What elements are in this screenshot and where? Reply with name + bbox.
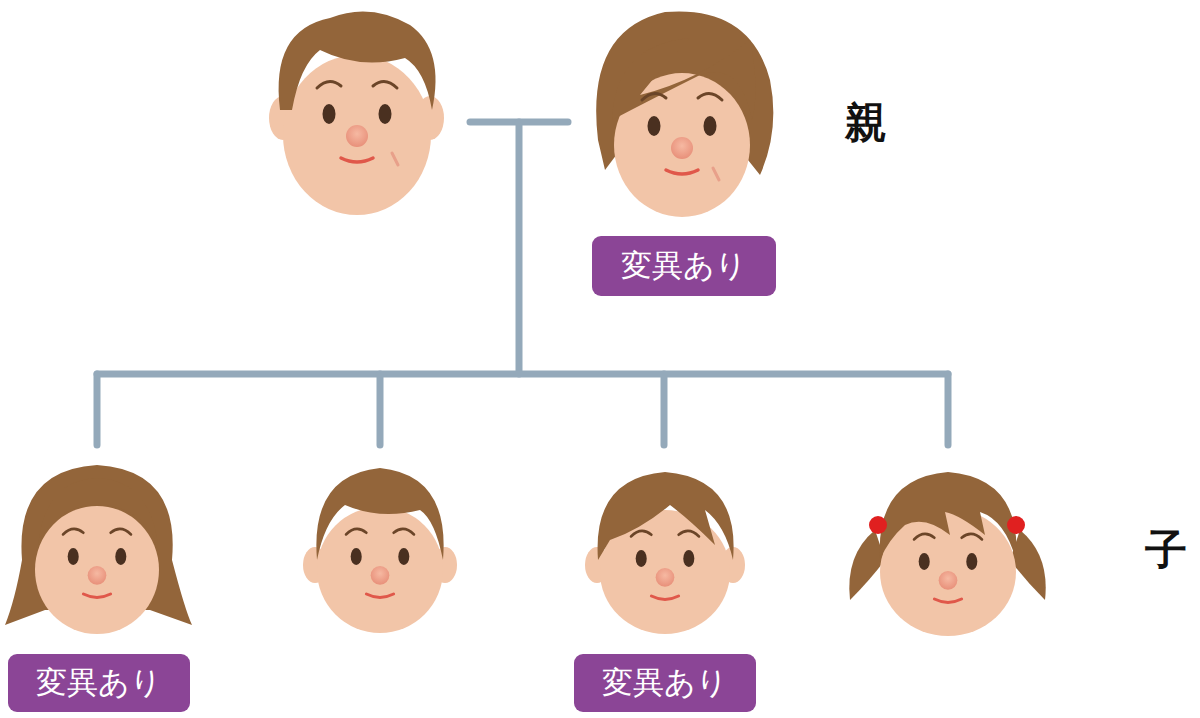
child-face bbox=[303, 468, 457, 633]
child-face bbox=[585, 472, 745, 634]
child-face bbox=[849, 472, 1045, 636]
generation-label: 親 bbox=[845, 95, 887, 151]
father-face bbox=[269, 11, 444, 215]
family-tree-lines bbox=[97, 122, 948, 445]
variant-badge: 変異あり bbox=[574, 654, 756, 712]
child-face bbox=[5, 465, 192, 634]
generation-label: 子 bbox=[1145, 522, 1187, 578]
badge-text: 変異あり bbox=[36, 662, 162, 704]
mother-face bbox=[596, 11, 773, 217]
variant-badge: 変異あり bbox=[592, 236, 776, 296]
badge-text: 変異あり bbox=[602, 662, 728, 704]
badge-text: 変異あり bbox=[621, 245, 747, 287]
variant-badge: 変異あり bbox=[8, 654, 190, 712]
